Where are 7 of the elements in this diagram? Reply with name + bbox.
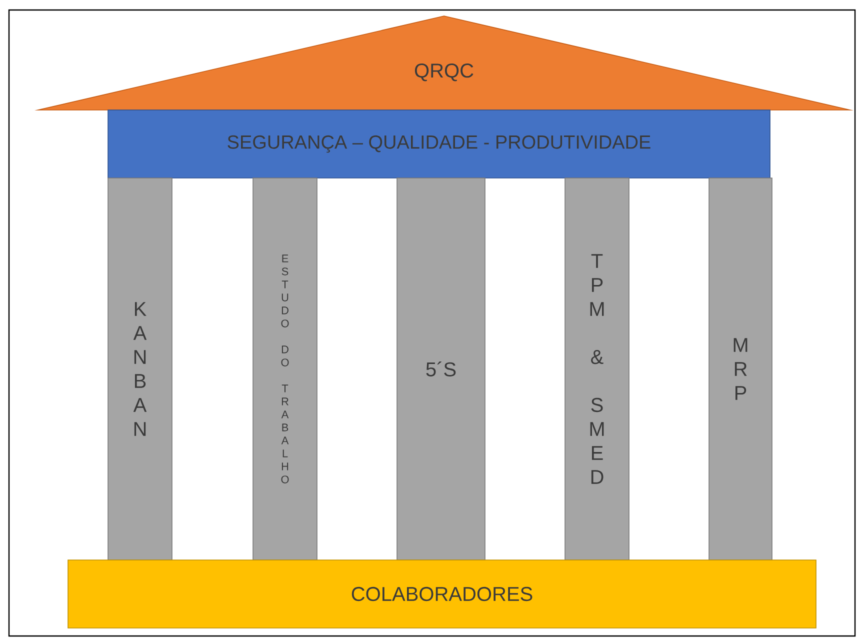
pillar: ESTUDO DO TRABALHO <box>252 178 318 560</box>
foundation-base: COLABORADORES <box>68 560 816 628</box>
pillar: KANBAN <box>108 178 172 560</box>
pillar: TPM & SMED <box>564 178 630 560</box>
pillar: 5´S <box>396 178 486 560</box>
beam-band: SEGURANÇA – QUALIDADE - PRODUTIVIDADE <box>108 110 770 178</box>
pillar: MRP <box>708 178 772 560</box>
